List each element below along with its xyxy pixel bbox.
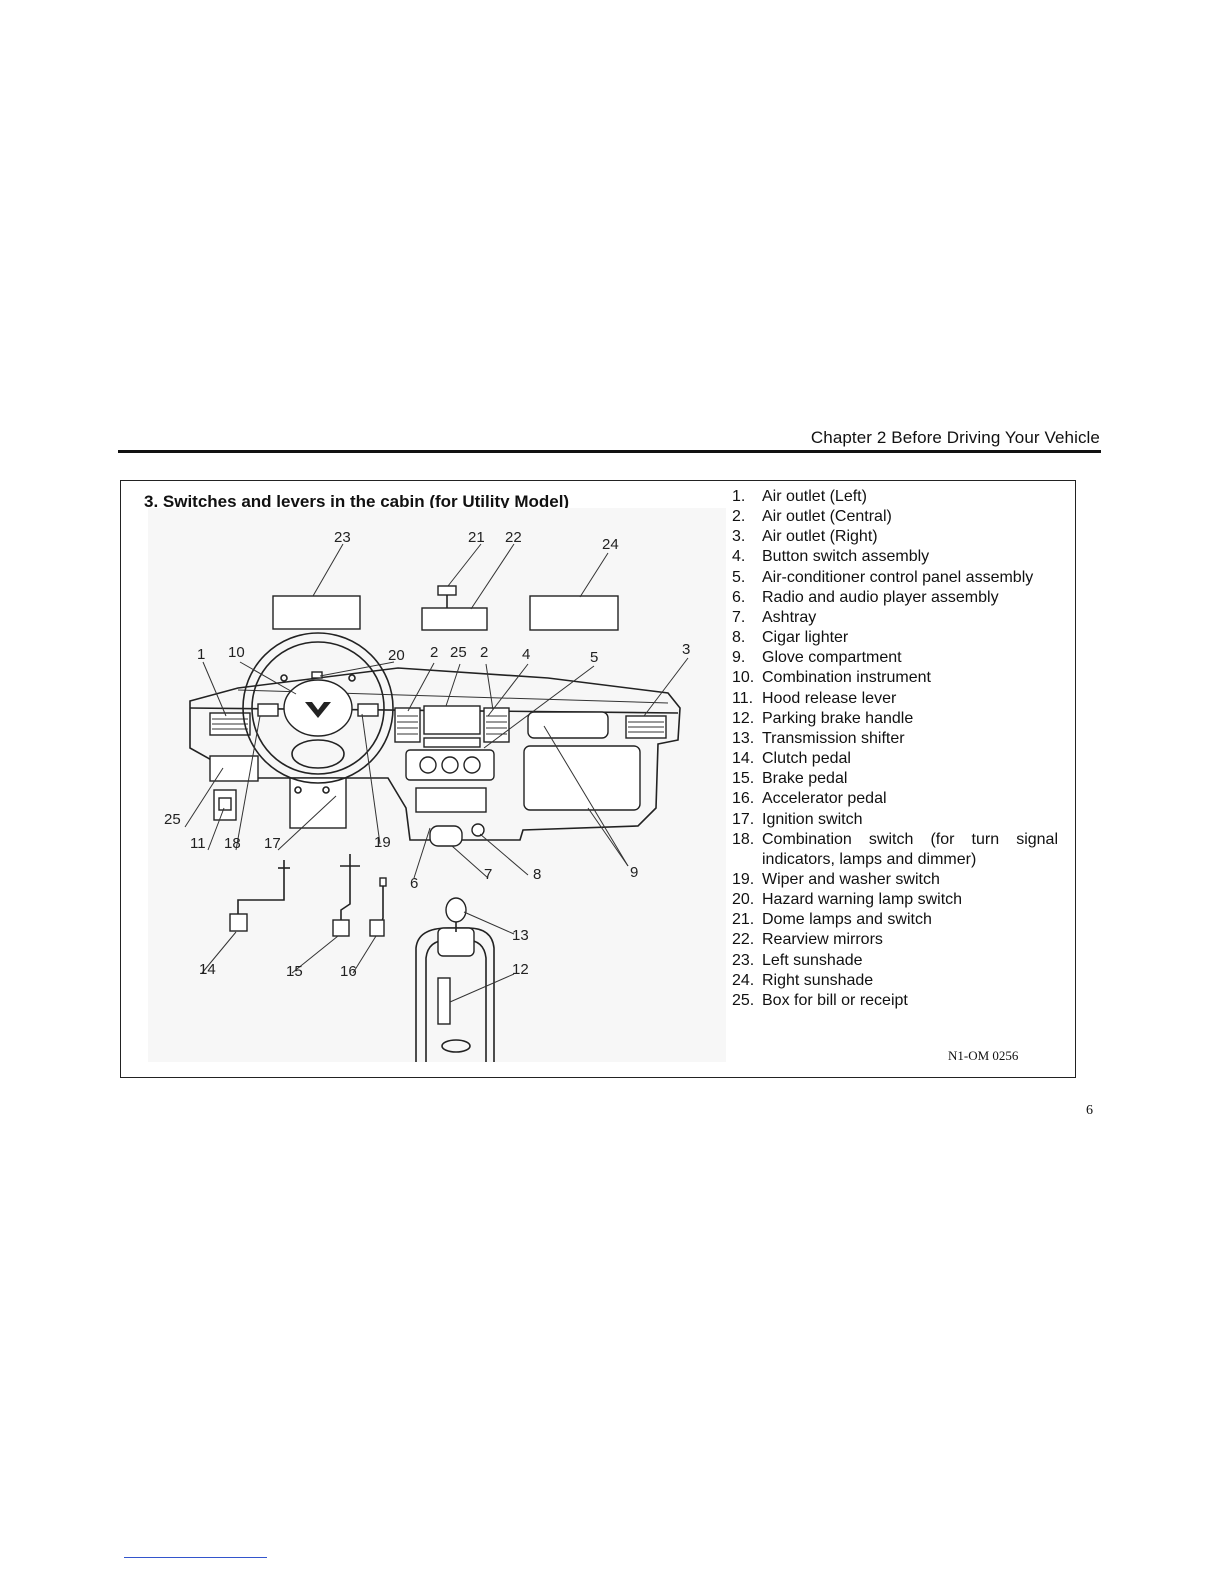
brake-pedal	[332, 919, 350, 937]
legend-item: 19.Wiper and washer switch	[732, 870, 940, 888]
air-outlet-central-right	[483, 707, 510, 743]
callout-23: 23	[334, 529, 351, 546]
callout-19: 19	[374, 834, 391, 851]
legend-item: 14.Clutch pedal	[732, 750, 851, 768]
legend-item: 7.Ashtray	[732, 608, 817, 626]
callout-24: 24	[602, 536, 619, 553]
glove-compartment	[523, 745, 641, 811]
transmission-shifter	[445, 897, 467, 923]
legend-item: 25.Box for bill or receipt	[732, 991, 908, 1009]
callout-21: 21	[468, 529, 485, 546]
steering-wheel	[242, 632, 394, 784]
callout-4: 4	[522, 646, 530, 663]
hazard-switch	[311, 671, 323, 679]
callout-5: 5	[590, 649, 598, 666]
figure-code: N1-OM 0256	[948, 1048, 1019, 1063]
dome-lamp	[437, 585, 457, 596]
accelerator-pedal	[369, 919, 385, 937]
callout-12: 12	[512, 961, 529, 978]
page-number: 6	[1086, 1103, 1093, 1118]
callout-8: 8	[533, 866, 541, 883]
chapter-header: Chapter 2 Before Driving Your Vehicle	[810, 428, 1100, 447]
cabin-diagram-svg: 23 21 22 24 1 10 20 2 25 2 4 5 3 25 11 1…	[164, 529, 690, 1062]
callout-25: 25	[164, 811, 181, 828]
callout-17: 17	[264, 835, 281, 852]
clutch-pedal	[229, 913, 248, 932]
steering-hub	[283, 679, 353, 737]
legend-item: 3.Air outlet (Right)	[732, 528, 878, 546]
callout-2-right: 2	[480, 644, 488, 661]
callout-11: 11	[190, 835, 206, 852]
legend-item: 20.Hazard warning lamp switch	[732, 891, 963, 909]
wiper-washer-switch	[357, 703, 379, 717]
callout-13: 13	[512, 927, 529, 944]
callout-9: 9	[630, 864, 638, 881]
callout-18: 18	[224, 835, 241, 852]
left-sunshade	[272, 595, 361, 630]
legend-item: 17.Ignition switch	[732, 810, 863, 828]
callout-20: 20	[388, 647, 405, 664]
legend-item: 9.Glove compartment	[732, 649, 902, 667]
legend-item: 2.Air outlet (Central)	[732, 508, 892, 526]
radio-audio-player	[415, 787, 487, 813]
callout-3: 3	[682, 641, 690, 658]
callout-22: 22	[505, 529, 522, 546]
air-outlet-central-left	[394, 707, 421, 743]
callout-10: 10	[228, 644, 245, 661]
legend-item: 15.Brake pedal	[732, 770, 848, 788]
legend-item: 5.Air-conditioner control panel assembly	[732, 568, 1034, 586]
callout-25-top: 25	[450, 644, 467, 661]
legend-item: 6.Radio and audio player assembly	[732, 588, 999, 606]
footnote-rule	[124, 1557, 267, 1558]
callout-14: 14	[199, 961, 216, 978]
legend-item: 21.Dome lamps and switch	[732, 911, 932, 929]
legend-item: 8.Cigar lighter	[732, 629, 849, 647]
legend-item: 11.Hood release lever	[732, 689, 897, 707]
legend-item: 18.Combination switch (for turn signal i…	[732, 830, 1058, 868]
parking-brake-handle	[437, 977, 451, 1025]
cabin-diagram: 23 21 22 24 1 10 20 2 25 2 4 5 3 25 11 1…	[148, 508, 726, 1062]
callout-16: 16	[340, 963, 357, 980]
combination-switch	[257, 703, 279, 717]
parts-legend: 1.Air outlet (Left) 2.Air outlet (Centra…	[732, 487, 1058, 1011]
right-sunshade	[529, 595, 619, 631]
rearview-mirror	[421, 607, 488, 631]
callout-6: 6	[410, 875, 418, 892]
legend-item: 13.Transmission shifter	[732, 729, 905, 747]
callout-15: 15	[286, 963, 303, 980]
legend-item: 1.Air outlet (Left)	[732, 488, 867, 505]
legend-item: 23.Left sunshade	[732, 951, 863, 969]
button-switch-assembly	[423, 705, 481, 735]
steering-column	[289, 777, 347, 829]
legend-item: 16.Accelerator pedal	[732, 790, 887, 808]
cigar-lighter	[471, 823, 485, 837]
legend-item: 10.Combination instrument	[732, 669, 931, 687]
receipt-box	[209, 755, 259, 782]
legend-item: 12.Parking brake handle	[732, 709, 914, 727]
callout-1: 1	[197, 646, 205, 663]
header-rule	[118, 450, 1101, 453]
figure-frame	[120, 480, 1076, 1078]
legend-item: 22.Rearview mirrors	[732, 931, 883, 949]
callout-7: 7	[484, 866, 492, 883]
ashtray	[429, 825, 463, 847]
section-title: 3. Switches and levers in the cabin (for…	[144, 492, 570, 511]
legend-item: 4.Button switch assembly	[732, 548, 930, 566]
callout-2-left: 2	[430, 644, 438, 661]
legend-item: 24.Right sunshade	[732, 971, 874, 989]
